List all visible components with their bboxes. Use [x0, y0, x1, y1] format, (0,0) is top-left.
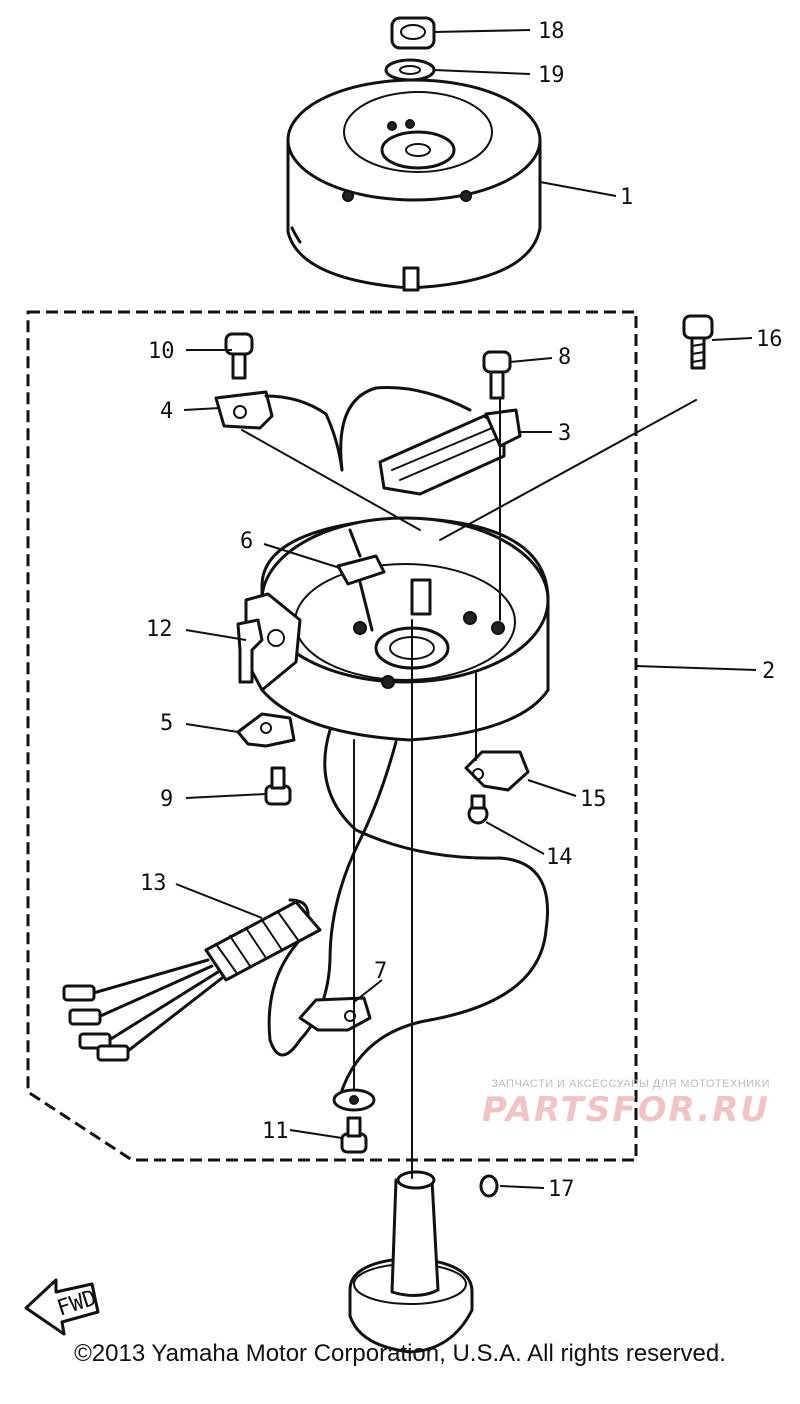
- part-2-stator-base: [244, 516, 550, 742]
- part-4-pulser-coil: [214, 390, 344, 472]
- part-10-screw: [224, 332, 254, 380]
- callout-8: 8: [558, 345, 571, 370]
- callout-2: 2: [762, 659, 775, 684]
- part-13-wire-harness: [62, 728, 549, 1098]
- callout-17: 17: [548, 1177, 575, 1202]
- callout-10: 10: [148, 339, 175, 364]
- callout-12: 12: [146, 617, 173, 642]
- leader-lines: [175, 29, 757, 1189]
- part-6-clamp: [336, 528, 386, 632]
- fwd-arrow: FWD: [24, 1278, 100, 1336]
- callout-19: 19: [538, 63, 565, 88]
- watermark: ЗАПЧАСТИ И АКСЕССУАРЫ ДЛЯ МОТОТЕХНИКИ PA…: [482, 1078, 770, 1130]
- part-11-screw: [340, 1116, 368, 1154]
- callout-6: 6: [240, 529, 253, 554]
- part-9-screw: [264, 766, 292, 806]
- callout-15: 15: [580, 787, 607, 812]
- callout-16: 16: [756, 327, 783, 352]
- assembly-boundary: [26, 310, 638, 1162]
- part-14-screw: [467, 794, 489, 825]
- part-3-charge-coil: [378, 408, 522, 496]
- part-1-flywheel: [286, 78, 542, 292]
- part-19-washer: [384, 58, 436, 82]
- part-16-bolt: [682, 314, 714, 370]
- part-17-key: [479, 1174, 499, 1198]
- center-line: [241, 399, 697, 1179]
- callout-9: 9: [160, 787, 173, 812]
- callout-11: 11: [262, 1119, 289, 1144]
- part-5-bracket: [236, 712, 296, 748]
- callout-3: 3: [558, 421, 571, 446]
- callout-4: 4: [160, 399, 173, 424]
- part-18-nut: [390, 16, 436, 50]
- part-8-screw: [482, 350, 512, 400]
- callout-13: 13: [140, 871, 167, 896]
- callout-5: 5: [160, 711, 173, 736]
- copyright-notice: ©2013 Yamaha Motor Corporation, U.S.A. A…: [74, 1340, 726, 1367]
- part-15-clamp: [464, 750, 530, 792]
- part-7-clamp: [298, 996, 372, 1032]
- callout-14: 14: [546, 845, 573, 870]
- callout-18: 18: [538, 19, 565, 44]
- coil-wire: [339, 386, 472, 472]
- callout-1: 1: [620, 185, 633, 210]
- watermark-logo: PARTSFOR.RU: [481, 1090, 770, 1130]
- ground-terminal: [332, 1088, 376, 1112]
- watermark-subtitle: ЗАПЧАСТИ И АКСЕССУАРЫ ДЛЯ МОТОТЕХНИКИ: [491, 1078, 770, 1090]
- crankshaft: [348, 1170, 474, 1354]
- part-12-lever: [236, 618, 264, 684]
- callout-7: 7: [374, 959, 387, 984]
